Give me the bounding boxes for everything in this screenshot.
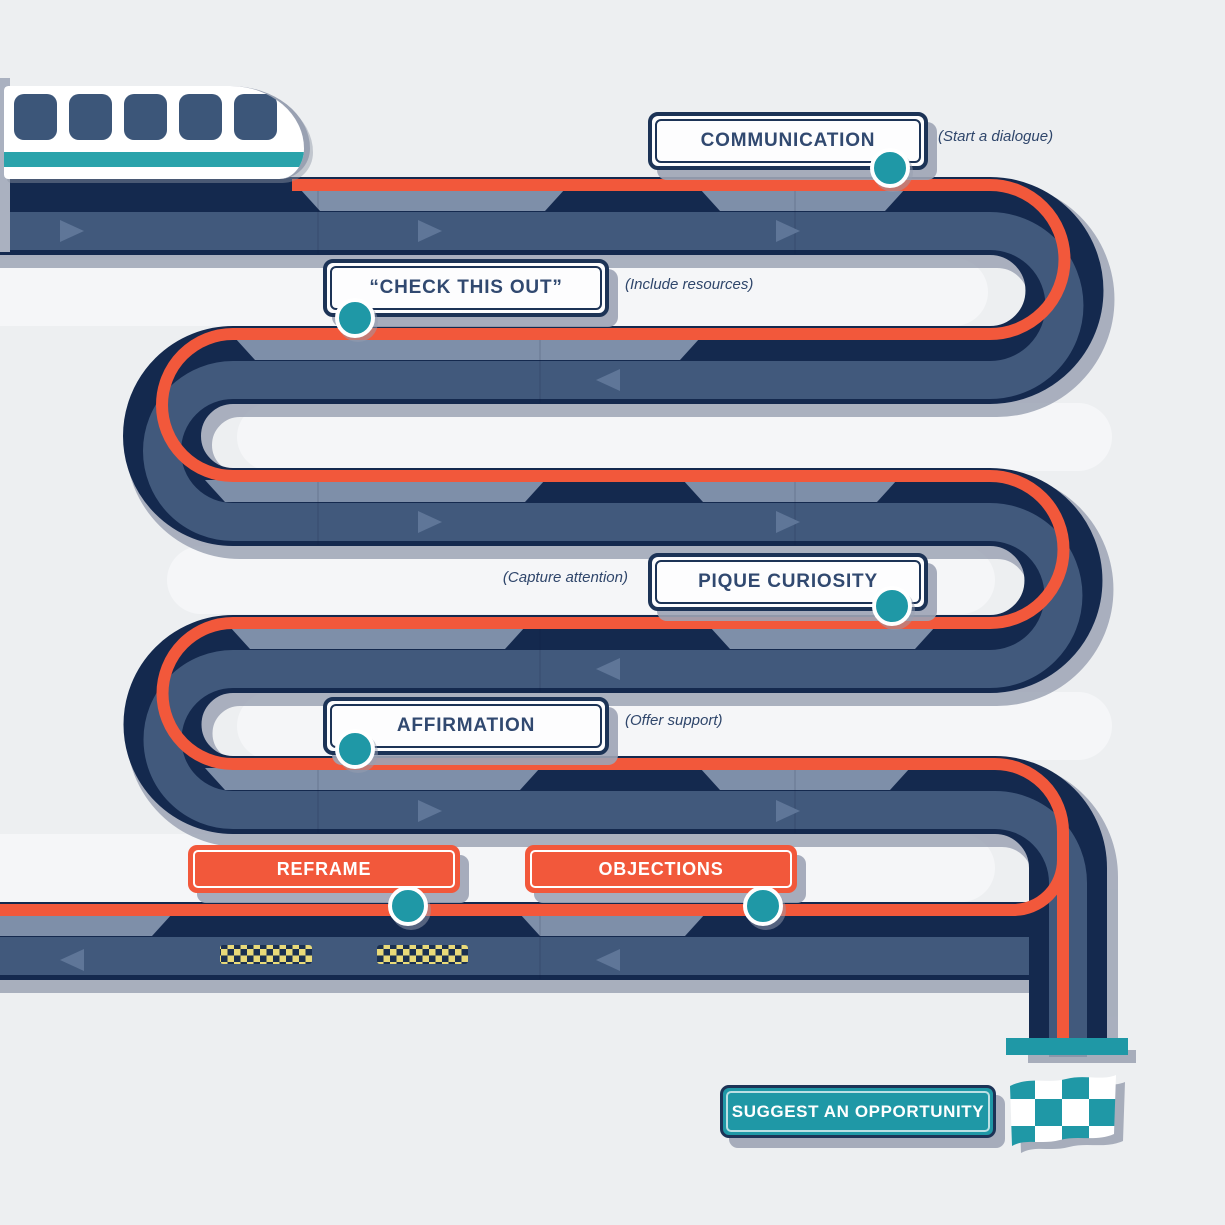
stop-note-pique-curiosity: (Capture attention): [502, 569, 628, 586]
stop-marker-affirmation: [335, 729, 375, 769]
road-main: [0, 177, 1107, 1057]
train-stripe: [4, 152, 304, 167]
stop-label-pique-curiosity: PIQUE CURIOSITY: [648, 553, 928, 611]
stop-marker-check-this-out: [335, 298, 375, 338]
stop-marker-reframe: [388, 886, 428, 926]
stop-label-text: PIQUE CURIOSITY: [698, 571, 878, 592]
road-row-f: [0, 902, 1068, 980]
stop-label-text: AFFIRMATION: [396, 715, 536, 736]
stop-marker-objections: [743, 886, 783, 926]
stop-label-text: COMMUNICATION: [700, 130, 876, 151]
train-window: [69, 94, 112, 140]
stop-marker-communication: [870, 148, 910, 188]
stop-note-communication: (Start a dialogue): [938, 128, 1054, 145]
stop-label-objections: OBJECTIONS: [525, 845, 797, 893]
direction-arrows: [60, 220, 800, 971]
stop-note-affirmation: (Offer support): [625, 712, 723, 729]
train-window: [124, 94, 167, 140]
train-window: [179, 94, 222, 140]
terminus-cap: [1006, 1038, 1128, 1055]
orange-rail-main: [156, 179, 1071, 1045]
stop-note-check-this-out: (Include resources): [625, 276, 754, 293]
stop-label-text: SUGGEST AN OPPORTUNITY: [731, 1101, 985, 1121]
train-window: [234, 94, 277, 140]
stop-label-text: OBJECTIONS: [598, 858, 724, 879]
platform-bands: [0, 189, 935, 936]
stop-label-reframe: REFRAME: [188, 845, 460, 893]
stop-marker-pique-curiosity: [872, 586, 912, 626]
stop-label-text: “CHECK THIS OUT”: [369, 277, 563, 298]
train-icon: [4, 86, 310, 179]
stop-label-suggest-opportunity: SUGGEST AN OPPORTUNITY: [720, 1085, 996, 1138]
road-seams: [317, 179, 796, 979]
stop-label-communication: COMMUNICATION: [648, 112, 928, 170]
stop-label-affirmation: AFFIRMATION: [323, 697, 609, 755]
rumble-strips: [220, 945, 468, 964]
stop-label-text: REFRAME: [276, 858, 372, 879]
finish-flag-icon: [1010, 1075, 1125, 1153]
train-window: [14, 94, 57, 140]
